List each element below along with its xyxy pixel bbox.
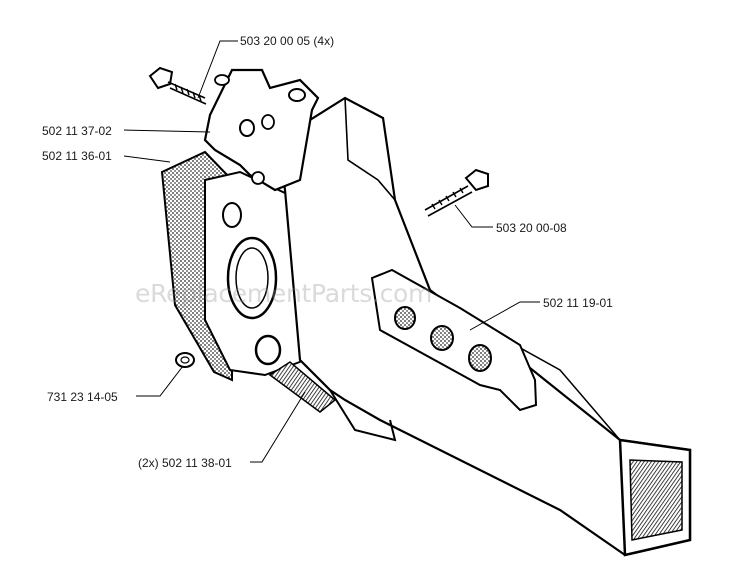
nut xyxy=(175,352,195,368)
flange-frame xyxy=(204,170,307,377)
heat-shield xyxy=(370,268,538,412)
part-label-stud: (2x) 502 11 38-01 xyxy=(138,456,232,470)
part-label-bracket: 502 11 37-02 xyxy=(42,124,112,138)
stud xyxy=(268,361,337,413)
bracket-block xyxy=(203,68,320,192)
leader-lines xyxy=(123,40,540,463)
part-label-gasket: 502 11 36-01 xyxy=(42,149,112,163)
part-label-nut: 731 23 14-05 xyxy=(47,390,118,404)
muffler-body xyxy=(276,96,692,557)
watermark: eReplacementParts.com xyxy=(135,279,433,308)
screw-top-left xyxy=(148,66,207,105)
part-label-heat-shield: 502 11 19-01 xyxy=(543,296,613,310)
part-label-screw: 503 20 00-08 xyxy=(496,221,567,235)
part-label-screw-4x: 503 20 00 05 (4x) xyxy=(240,34,335,48)
screw-right xyxy=(424,168,489,217)
